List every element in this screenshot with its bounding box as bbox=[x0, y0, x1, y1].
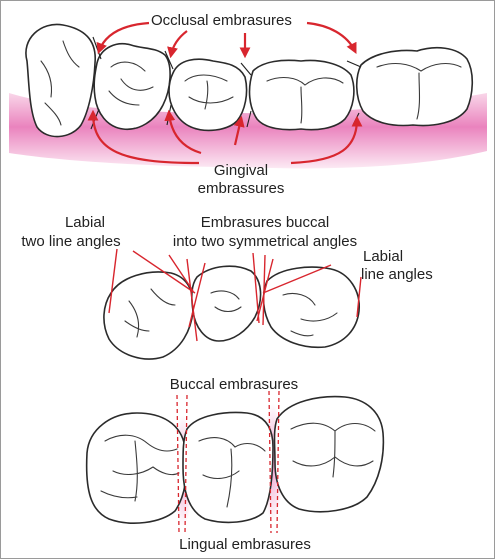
posterior-tooth-1 bbox=[85, 412, 188, 524]
occlusal-arrow-4 bbox=[306, 21, 357, 54]
labial-left-line2: two line angles bbox=[21, 233, 120, 250]
occlusal-arrow-2 bbox=[167, 30, 188, 59]
embrasures-buccal-line2: into two symmetrical angles bbox=[173, 233, 357, 250]
gingival-arrow-2 bbox=[164, 109, 202, 155]
occlusal-arrow-1 bbox=[96, 21, 150, 55]
anterior-tooth-left bbox=[103, 271, 195, 360]
gingival-label-line1: Gingival bbox=[214, 162, 268, 179]
posterior-tooth-3 bbox=[273, 395, 385, 513]
gingival-arrow-1 bbox=[87, 109, 200, 165]
buccal-embrasures-label: Buccal embrasures bbox=[170, 376, 298, 393]
middle-row: Labial two line angles Embrasures buccal… bbox=[21, 214, 432, 393]
lingual-embrasures-label: Lingual embrasures bbox=[179, 536, 311, 553]
labial-right-line1: Labial bbox=[363, 248, 403, 265]
occlusal-embrasures-label: Occlusal embrasures bbox=[151, 12, 292, 29]
gingival-arrow-3 bbox=[233, 115, 245, 146]
tooth-5 bbox=[355, 46, 474, 127]
anterior-tooth-right bbox=[262, 266, 360, 349]
gingival-arrow-4 bbox=[290, 115, 363, 165]
gingival-label-line2: embrassures bbox=[198, 180, 285, 197]
bottom-row: Lingual embrasures bbox=[85, 390, 385, 553]
labial-left-line1: Labial bbox=[65, 214, 105, 231]
top-row: Occlusal embrasures Gingival embrassures bbox=[9, 12, 487, 197]
tooth-1 bbox=[25, 23, 96, 138]
embrasures-buccal-line1: Embrasures buccal bbox=[201, 214, 329, 231]
posterior-tooth-2 bbox=[182, 411, 274, 524]
labial-right-line2: line angles bbox=[361, 266, 433, 283]
anterior-tooth-middle bbox=[191, 265, 262, 342]
